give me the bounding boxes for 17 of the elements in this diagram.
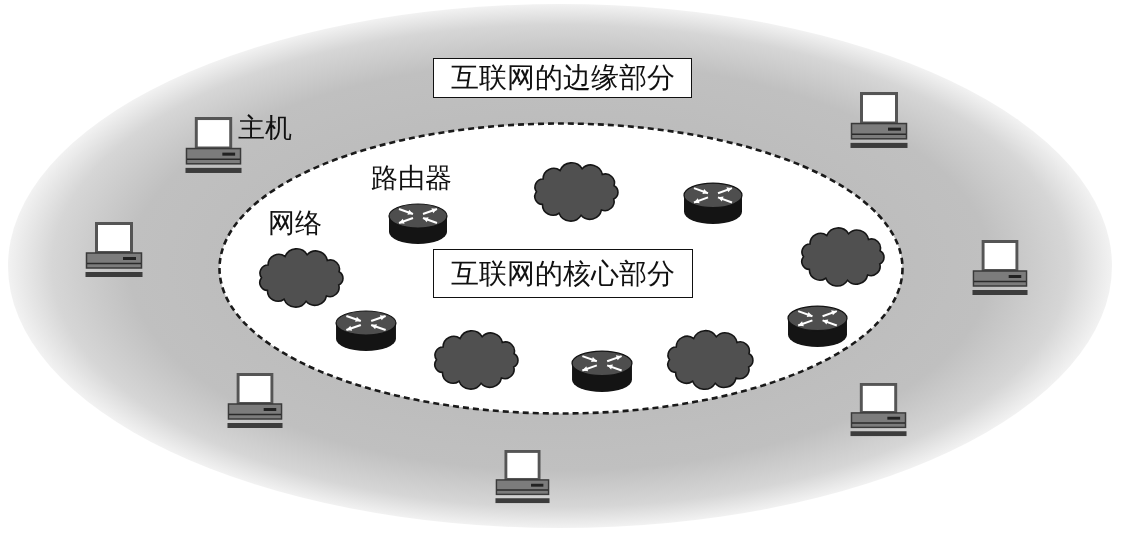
label-box: 互联网的核心部分: [433, 249, 693, 298]
computer-icon: [85, 222, 143, 279]
router-icon: [388, 203, 448, 245]
icon-caption: 路由器: [371, 163, 452, 193]
computer-icon: [850, 92, 908, 150]
computer-icon: [227, 373, 283, 430]
computer-icon: [972, 240, 1028, 297]
router-icon: [335, 310, 397, 352]
label-box: 互联网的边缘部分: [433, 58, 692, 98]
router-icon: [787, 305, 848, 348]
icon-caption: 主机: [238, 113, 292, 143]
router-icon: [571, 350, 633, 393]
computer-icon: [495, 450, 550, 505]
router-icon: [683, 182, 743, 225]
icon-caption: 网络: [268, 208, 322, 238]
shaded-ellipse: [8, 4, 1112, 528]
computer-icon: [850, 383, 907, 438]
